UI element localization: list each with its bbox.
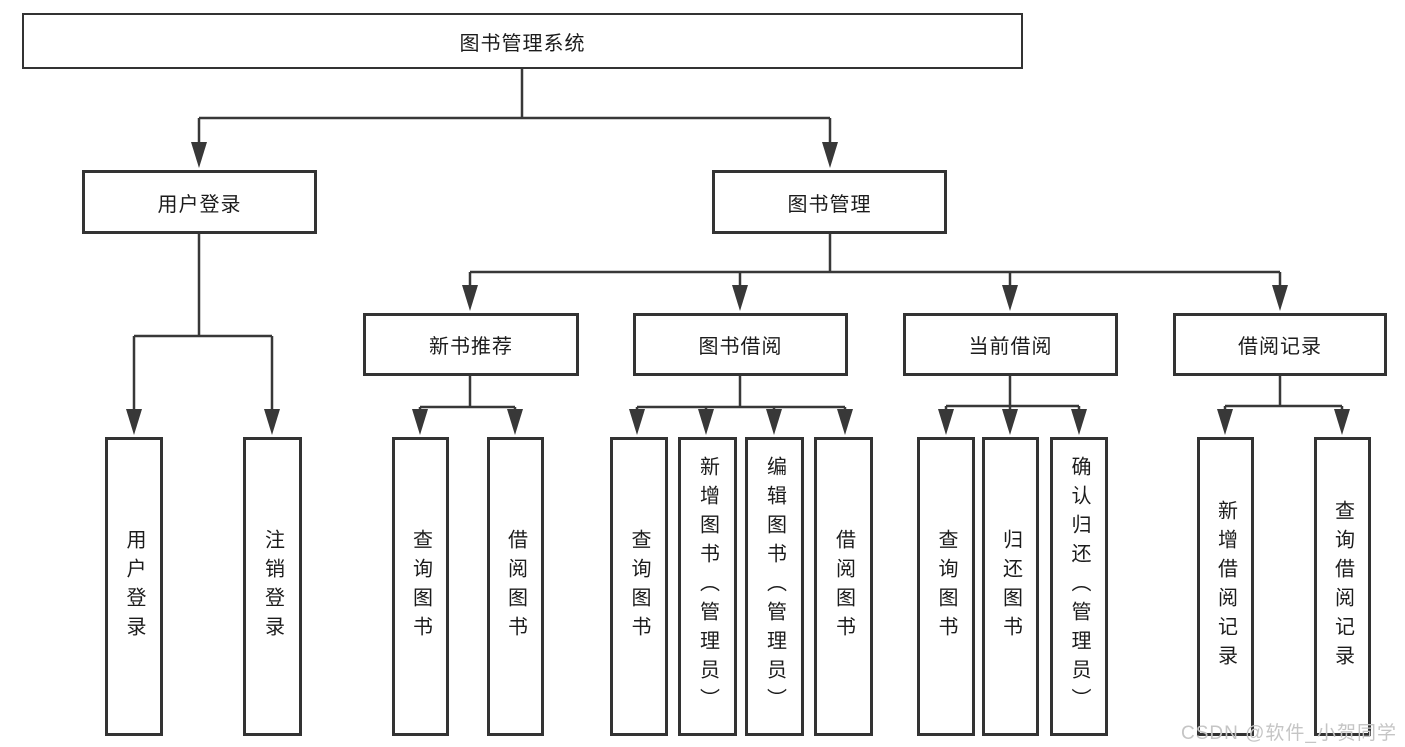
node-current-borrow-label: 当前借阅 xyxy=(968,336,1053,358)
leaf-edit-book-admin: 编辑图书（管理员） xyxy=(745,437,804,736)
leaf-borrow-book-1-label: 借阅图书 xyxy=(504,528,527,645)
leaf-query-book-3-label: 查询图书 xyxy=(935,528,957,645)
leaf-query-borrow-record: 查询借阅记录 xyxy=(1314,437,1371,736)
leaf-confirm-return-admin-label: 确认归还（管理员） xyxy=(1068,456,1090,717)
node-root-label: 图书管理系统 xyxy=(459,32,586,55)
leaf-query-book-2-label: 查询图书 xyxy=(628,528,650,645)
node-user-login: 用户登录 xyxy=(82,170,317,234)
node-borrow-record-label: 借阅记录 xyxy=(1238,336,1322,358)
leaf-query-book-3: 查询图书 xyxy=(917,437,975,736)
leaf-user-login: 用户登录 xyxy=(105,437,163,736)
node-book-management: 图书管理 xyxy=(712,170,947,234)
watermark: CSDN @软件_小贺同学 xyxy=(1181,723,1397,744)
leaf-borrow-book-2-label: 借阅图书 xyxy=(832,528,855,645)
leaf-logout-login: 注销登录 xyxy=(243,437,302,736)
leaf-add-borrow-record-label: 新增借阅记录 xyxy=(1214,499,1237,674)
leaf-confirm-return-admin: 确认归还（管理员） xyxy=(1050,437,1108,736)
leaf-return-book: 归还图书 xyxy=(982,437,1039,736)
node-book-borrow: 图书借阅 xyxy=(633,313,848,376)
leaf-add-book-admin: 新增图书（管理员） xyxy=(678,437,737,736)
leaf-query-borrow-record-label: 查询借阅记录 xyxy=(1331,499,1354,674)
leaf-user-login-label: 用户登录 xyxy=(123,528,145,645)
node-borrow-record: 借阅记录 xyxy=(1173,313,1387,376)
leaf-query-book-1-label: 查询图书 xyxy=(409,528,432,645)
leaf-borrow-book-1: 借阅图书 xyxy=(487,437,544,736)
node-new-book-recommend: 新书推荐 xyxy=(363,313,579,376)
leaf-add-book-admin-label: 新增图书（管理员） xyxy=(696,456,719,717)
node-new-book-recommend-label: 新书推荐 xyxy=(429,336,513,358)
leaf-query-book-1: 查询图书 xyxy=(392,437,449,736)
node-root: 图书管理系统 xyxy=(22,13,1023,69)
node-book-borrow-label: 图书借阅 xyxy=(698,336,783,358)
leaf-query-book-2: 查询图书 xyxy=(610,437,668,736)
node-current-borrow: 当前借阅 xyxy=(903,313,1118,376)
node-user-login-label: 用户登录 xyxy=(157,193,242,216)
node-book-management-label: 图书管理 xyxy=(787,193,872,216)
leaf-edit-book-admin-label: 编辑图书（管理员） xyxy=(763,456,786,717)
leaf-return-book-label: 归还图书 xyxy=(999,528,1022,645)
leaf-add-borrow-record: 新增借阅记录 xyxy=(1197,437,1254,736)
leaf-logout-login-label: 注销登录 xyxy=(261,528,284,645)
leaf-borrow-book-2: 借阅图书 xyxy=(814,437,873,736)
